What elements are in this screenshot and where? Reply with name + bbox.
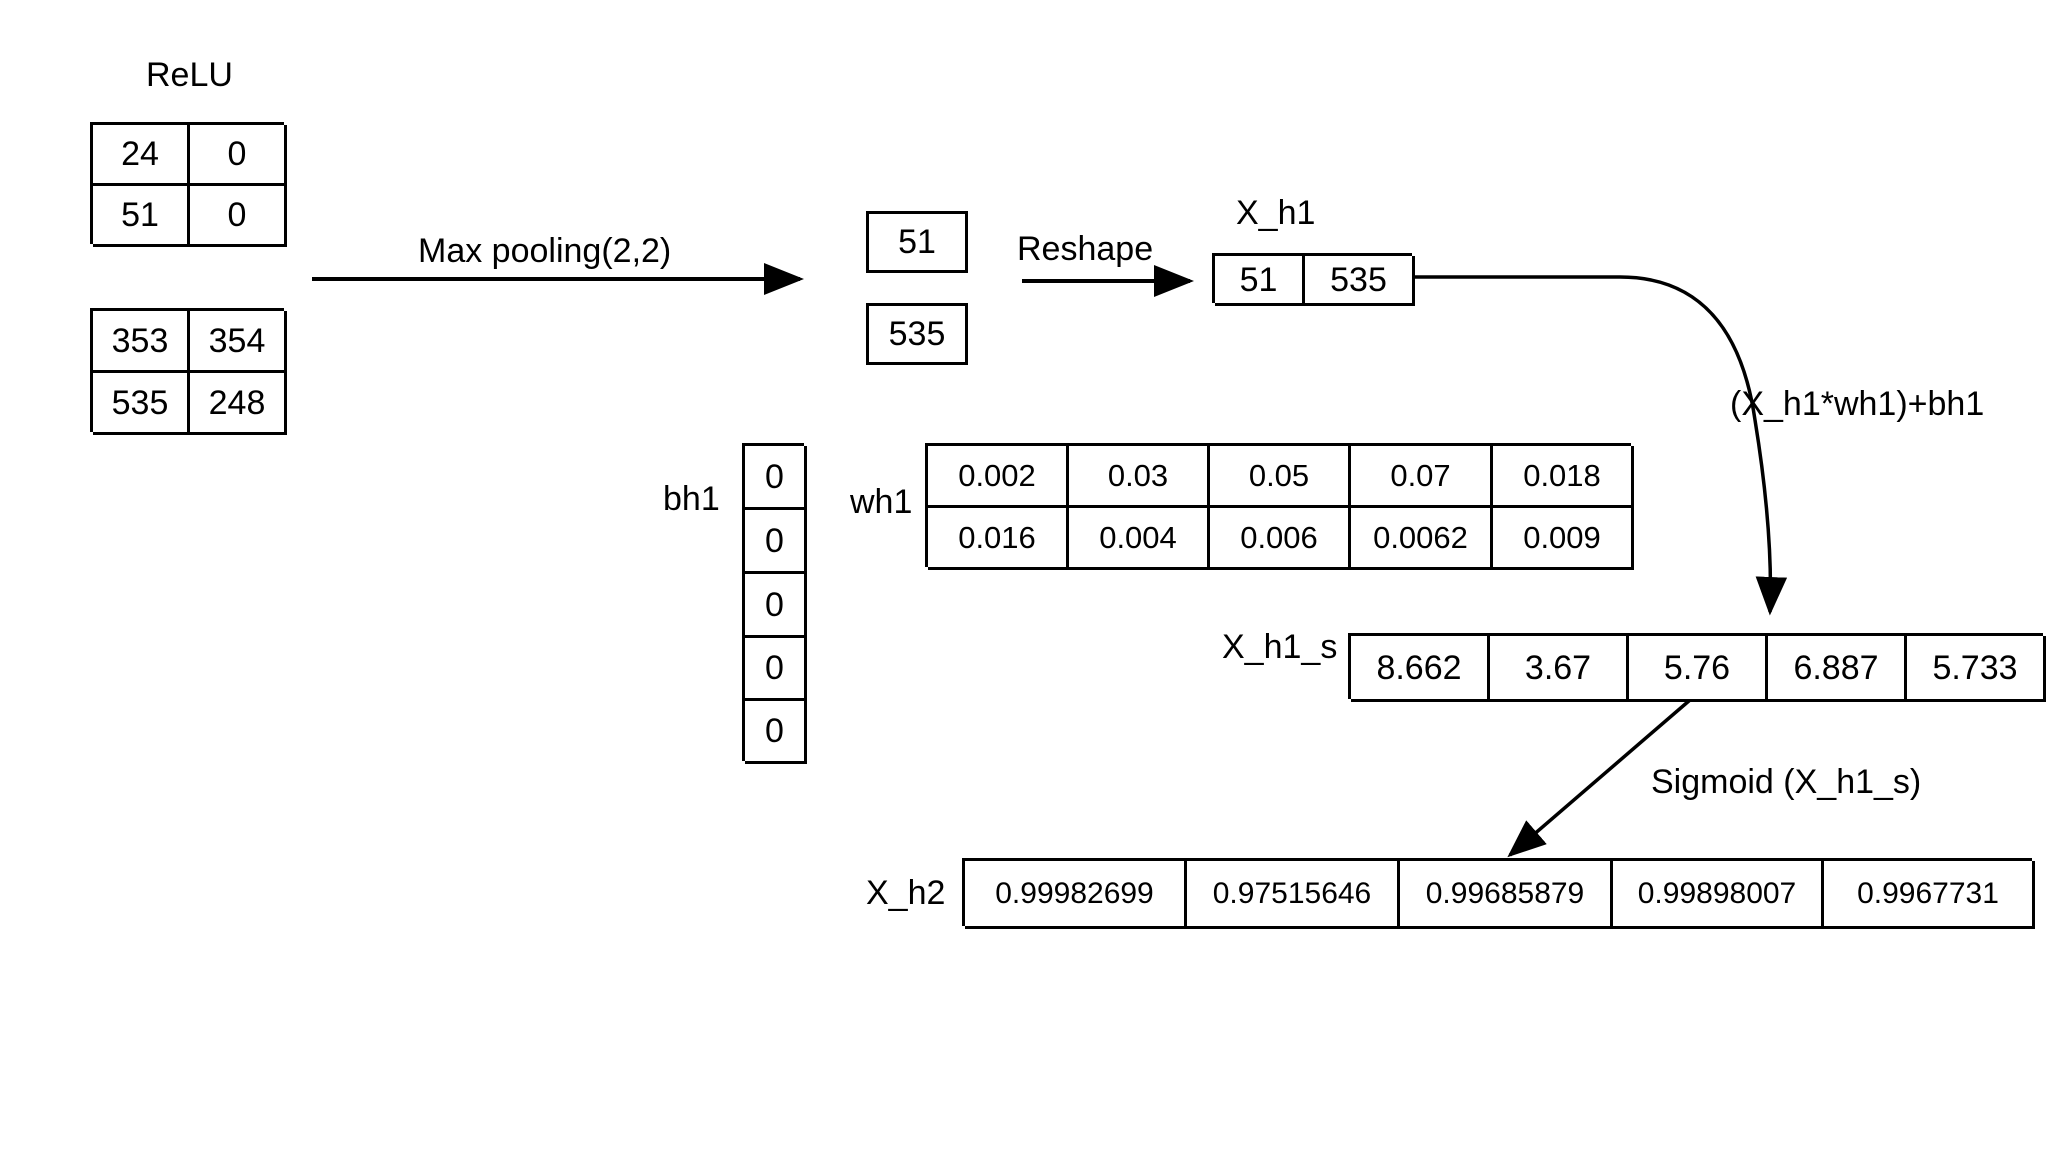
matrix-cell: 0.018 [1493, 446, 1634, 508]
x-h2-row-vector: 0.99982699 0.97515646 0.99685879 0.99898… [962, 858, 2035, 929]
relu-bottom-matrix: 353 354 535 248 [90, 308, 287, 435]
matrix-cell: 0.05 [1210, 446, 1351, 508]
relu-title: ReLU [146, 56, 233, 94]
wh1-matrix: 0.002 0.03 0.05 0.07 0.018 0.016 0.004 0… [925, 443, 1634, 570]
vector-cell: 0.99982699 [965, 861, 1187, 929]
vector-cell: 5.733 [1907, 636, 2046, 702]
matrix-cell: 51 [93, 186, 190, 247]
matrix-cell: 535 [93, 373, 190, 435]
matrix-cell: 0.006 [1210, 508, 1351, 570]
vector-cell: 0 [745, 638, 807, 701]
matrix-cell: 0.009 [1493, 508, 1634, 570]
vector-cell: 0 [745, 701, 807, 764]
relu-top-matrix: 24 0 51 0 [90, 122, 287, 247]
vector-cell: 8.662 [1351, 636, 1490, 702]
x-h1-row-vector: 51 535 [1212, 253, 1415, 306]
vector-cell: 6.887 [1768, 636, 1907, 702]
x-h2-label: X_h2 [866, 874, 946, 912]
vector-cell: 0 [745, 446, 807, 510]
matrix-cell: 0 [190, 125, 287, 186]
vector-cell: 0.99898007 [1613, 861, 1824, 929]
wh1-label: wh1 [850, 483, 913, 521]
x-h1-label: X_h1 [1236, 194, 1316, 232]
x-h1-s-row-vector: 8.662 3.67 5.76 6.887 5.733 [1348, 633, 2046, 702]
matrix-cell: 0.03 [1069, 446, 1210, 508]
vector-cell: 0.99685879 [1400, 861, 1613, 929]
vector-cell: 0 [745, 510, 807, 574]
bh1-label: bh1 [663, 480, 720, 518]
affine-label: (X_h1*wh1)+bh1 [1730, 385, 1985, 423]
vector-cell: 535 [1305, 256, 1415, 306]
bh1-column-vector: 0 0 0 0 0 [742, 443, 807, 764]
vector-cell: 5.76 [1629, 636, 1768, 702]
matrix-cell: 248 [190, 373, 287, 435]
matrix-cell: 0.002 [928, 446, 1069, 508]
vector-cell: 0.9967731 [1824, 861, 2035, 929]
x-h1-s-label: X_h1_s [1222, 628, 1338, 666]
matrix-cell: 0.016 [928, 508, 1069, 570]
matrix-cell: 0 [190, 186, 287, 247]
pooled-box-top: 51 [866, 211, 968, 273]
matrix-cell: 0.07 [1351, 446, 1493, 508]
pooled-box-bottom: 535 [866, 303, 968, 365]
matrix-cell: 354 [190, 311, 287, 373]
matrix-cell: 24 [93, 125, 190, 186]
sigmoid-label: Sigmoid (X_h1_s) [1651, 763, 1922, 801]
matrix-cell: 0.004 [1069, 508, 1210, 570]
matrix-cell: 353 [93, 311, 190, 373]
vector-cell: 0 [745, 574, 807, 638]
vector-cell: 51 [1215, 256, 1305, 306]
vector-cell: 0.97515646 [1187, 861, 1400, 929]
vector-cell: 3.67 [1490, 636, 1629, 702]
maxpool-label: Max pooling(2,2) [418, 232, 672, 270]
matrix-cell: 0.0062 [1351, 508, 1493, 570]
reshape-label: Reshape [1017, 230, 1154, 268]
